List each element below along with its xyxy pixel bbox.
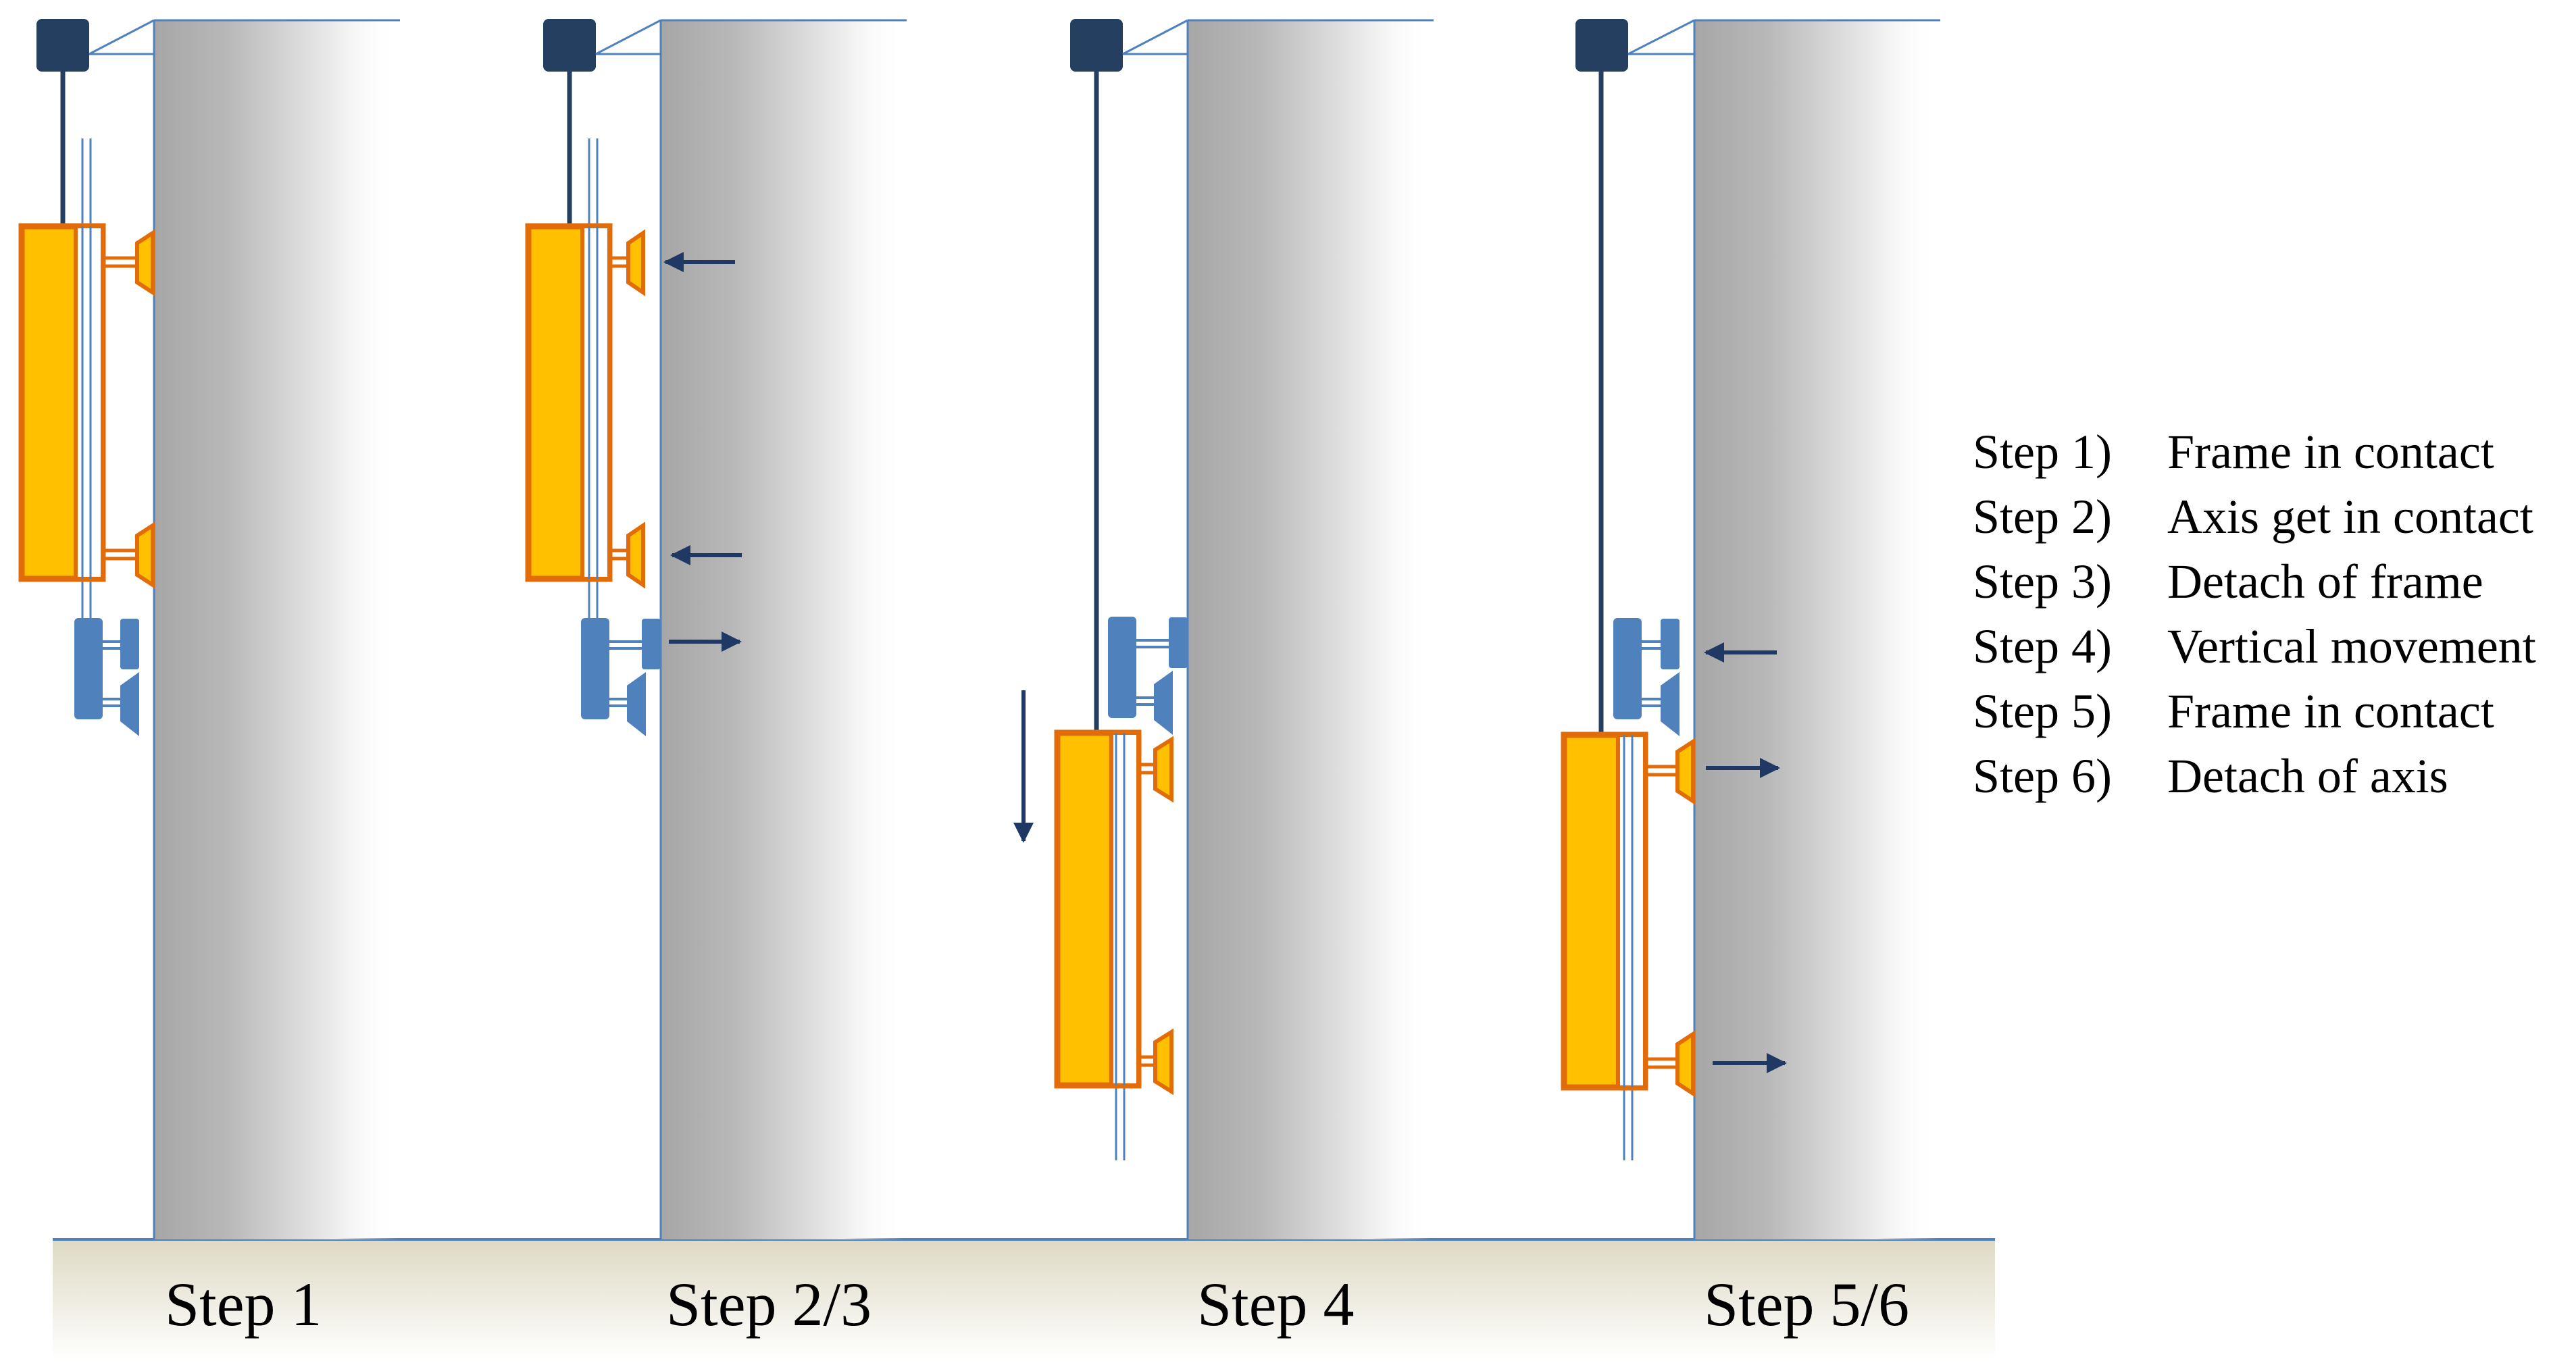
wall: [1694, 20, 1938, 1239]
axis-unit: [1613, 618, 1680, 736]
winch: [1575, 19, 1628, 72]
axis-unit: [581, 618, 661, 736]
frame-pad-lower: [103, 521, 155, 589]
wall: [1188, 20, 1431, 1239]
frame-pad-lower: [609, 521, 645, 589]
axis-unit: [74, 618, 139, 736]
legend-step: Step 5): [1973, 684, 2112, 738]
wall: [154, 20, 397, 1239]
ground: [53, 1239, 1995, 1360]
legend-step: Step 1): [1973, 425, 2112, 479]
frame-pad-lower: [1645, 1030, 1695, 1098]
legend-text: Detach of axis: [2167, 749, 2448, 803]
legend-text: Frame in contact: [2167, 684, 2494, 738]
frame-pad-upper: [609, 229, 645, 297]
step-label-4: Step 4: [1197, 1270, 1355, 1339]
frame-pad-upper: [1138, 736, 1173, 803]
panel-step-5-6: [1561, 19, 1940, 1239]
axis-unit: [1108, 617, 1188, 735]
frame-pad-upper: [103, 229, 155, 297]
winch: [543, 19, 596, 72]
wall: [661, 20, 904, 1239]
step-label-2-3: Step 2/3: [666, 1270, 872, 1339]
legend-step: Step 3): [1973, 555, 2112, 609]
legend-step: Step 4): [1973, 619, 2112, 673]
legend-text: Frame in contact: [2167, 425, 2494, 479]
legend-text: Detach of frame: [2167, 555, 2483, 609]
panel-step-2-3: [525, 19, 907, 1239]
legend-text: Axis get in contact: [2167, 490, 2533, 544]
frame-pad-upper: [1645, 738, 1695, 805]
winch: [36, 19, 89, 72]
step-label-5-6: Step 5/6: [1704, 1270, 1909, 1339]
panel-step-1: [18, 19, 400, 1239]
step-label-1: Step 1: [165, 1270, 322, 1339]
winch: [1070, 19, 1123, 72]
legend-step: Step 2): [1973, 490, 2112, 544]
panel-step-4: [1013, 19, 1434, 1239]
legend-step: Step 6): [1973, 749, 2112, 803]
legend-text: Vertical movement: [2167, 619, 2536, 673]
legend: Step 1) Frame in contact Step 2) Axis ge…: [1973, 425, 2536, 803]
frame-pad-lower: [1138, 1028, 1173, 1096]
